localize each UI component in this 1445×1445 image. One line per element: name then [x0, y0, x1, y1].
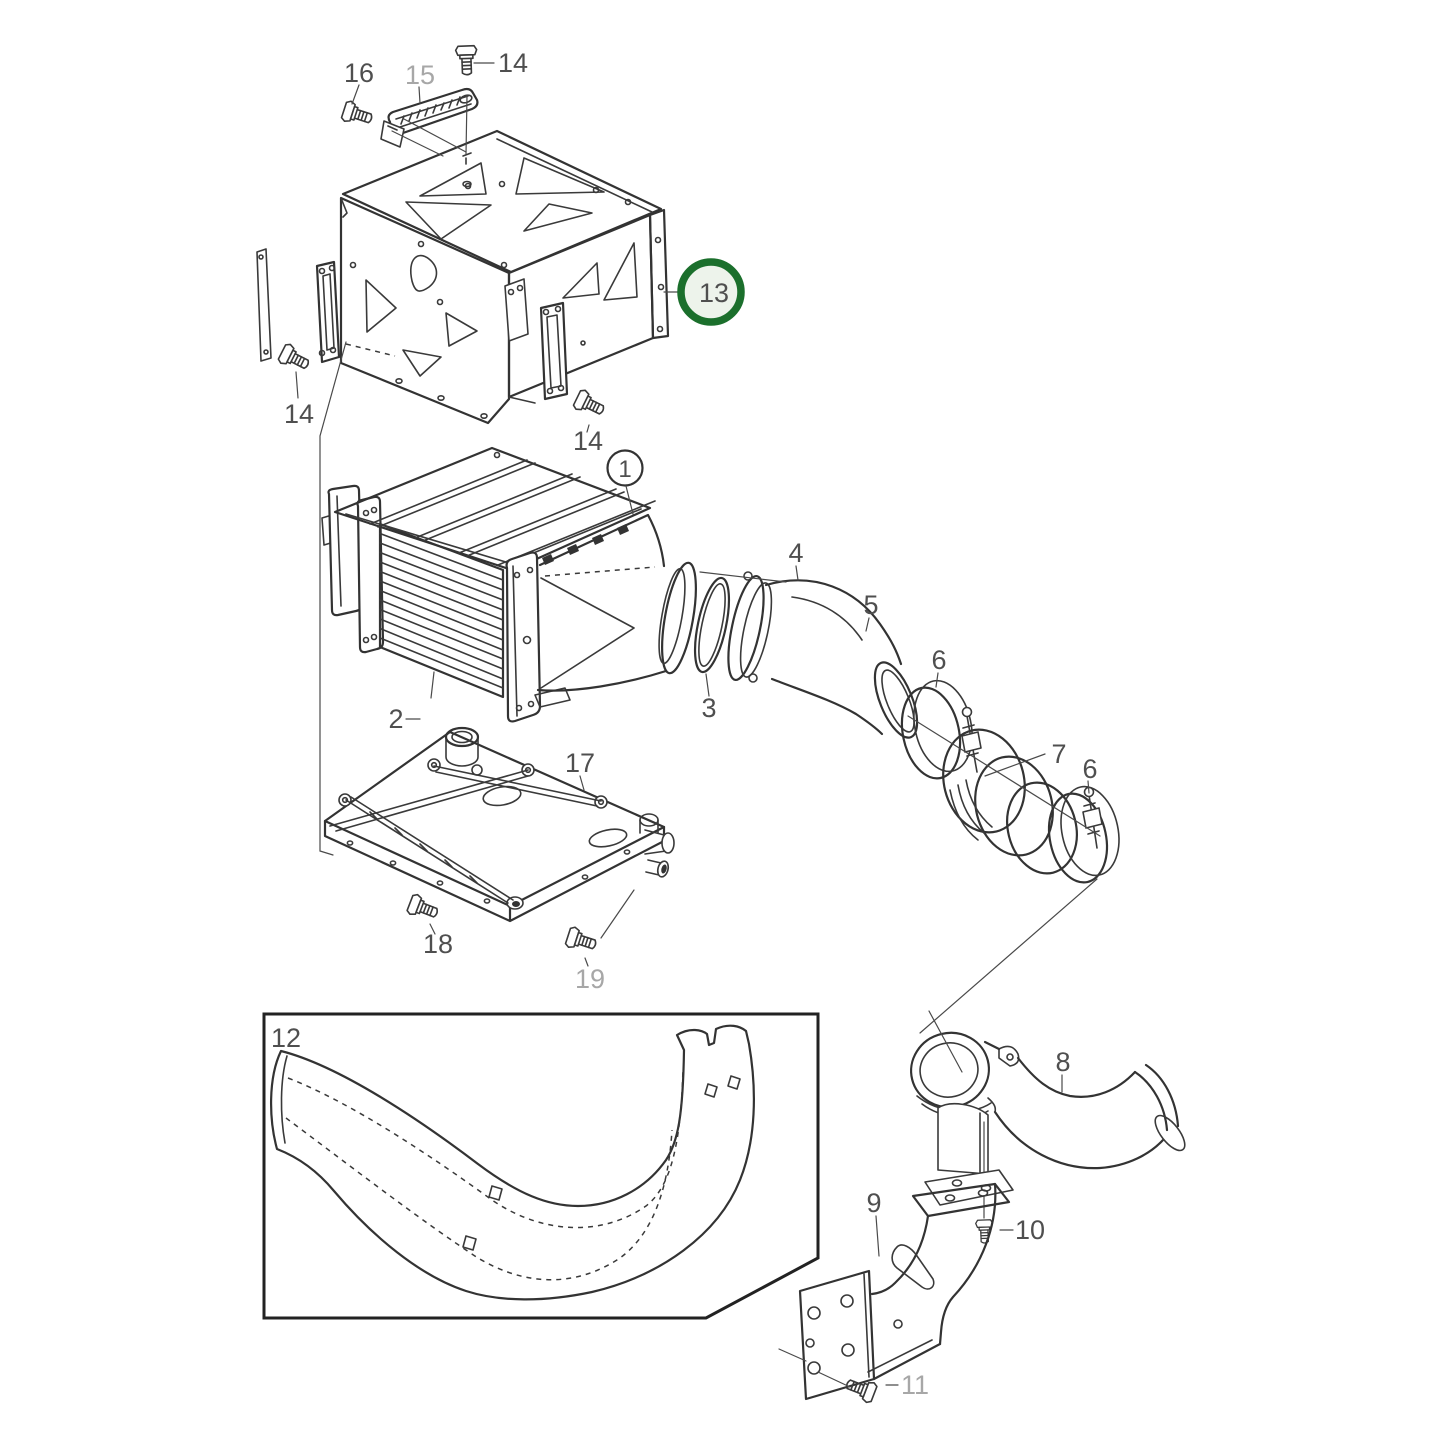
- callout-1: 1: [618, 456, 631, 483]
- callout-group-1: 1: [606, 449, 644, 515]
- part-13-mounting-bracket: [256, 129, 670, 425]
- callout-4: 4: [788, 538, 803, 568]
- part-16-bolt: [339, 99, 376, 130]
- callout-6-upper: 6: [931, 645, 946, 675]
- callout-14-top: 14: [498, 48, 528, 78]
- part-8-intake-pipe: [910, 1031, 1186, 1219]
- callout-11: 11: [901, 1370, 929, 1400]
- part-3-oring: [693, 576, 731, 674]
- callout-8: 8: [1055, 1047, 1070, 1077]
- part-17-lower-plate: [323, 726, 675, 923]
- part-18-bolt: [405, 892, 442, 924]
- callout-19: 19: [575, 964, 605, 994]
- part-19-bolt: [563, 925, 600, 956]
- callout-10: 10: [1015, 1215, 1045, 1245]
- alignment-lines: [600, 571, 1101, 1388]
- callout-6-lower: 6: [1082, 754, 1097, 784]
- callout-5: 5: [863, 590, 878, 620]
- callout-16: 16: [344, 58, 374, 88]
- part-5-pipe: [727, 571, 919, 739]
- callout-7: 7: [1051, 739, 1066, 769]
- callout-14-left: 14: [284, 399, 314, 429]
- part-14-bolts-top: [276, 44, 609, 421]
- callouts: 13 1 16 15 14 14 14 2 3 4 5 6 7 6 8 9: [271, 48, 1098, 1400]
- callout-2: 2: [388, 704, 403, 734]
- callout-9: 9: [866, 1188, 881, 1218]
- callout-18: 18: [423, 929, 453, 959]
- part-6-clamp-upper: [900, 679, 982, 780]
- assembly-leader-lines-top: [295, 84, 590, 856]
- callout-15: 15: [405, 60, 435, 90]
- callout-17: 17: [565, 748, 595, 778]
- callout-13: 13: [699, 278, 729, 308]
- callout-3: 3: [701, 693, 716, 723]
- part-15-strap: [380, 87, 479, 148]
- highlight-part-13[interactable]: 13: [663, 258, 745, 326]
- part-6-clamp-lower: [1047, 785, 1120, 884]
- part-9-support-bracket: [798, 1182, 1011, 1401]
- callout-14-mid: 14: [573, 426, 603, 456]
- highlight-ring: [677, 258, 745, 326]
- part-12-hose-box: [262, 1012, 820, 1320]
- callout-12: 12: [271, 1023, 301, 1053]
- part-1-intercooler: [321, 446, 697, 723]
